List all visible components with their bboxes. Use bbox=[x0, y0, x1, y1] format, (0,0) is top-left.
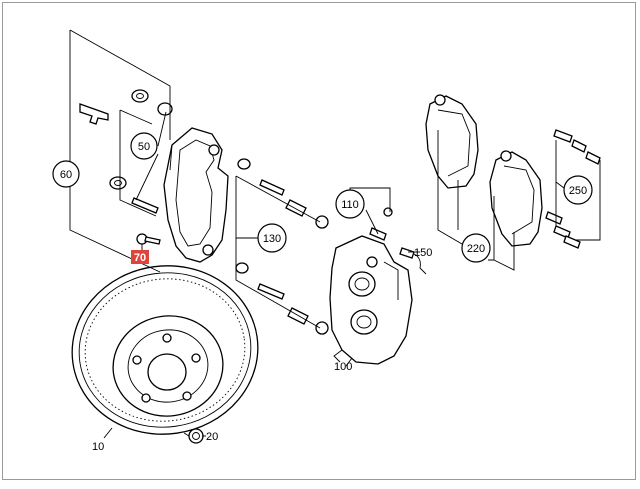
svg-text:10: 10 bbox=[92, 441, 104, 453]
callout-250[interactable]: 250 bbox=[563, 175, 593, 205]
svg-text:150: 150 bbox=[414, 247, 432, 259]
guide-bushing-lower[interactable] bbox=[109, 176, 127, 190]
callout-10[interactable]: 10 bbox=[92, 441, 104, 453]
callout-220[interactable]: 220 bbox=[461, 233, 491, 263]
guide-sleeve-lower[interactable] bbox=[287, 307, 329, 335]
callout-60[interactable]: 60 bbox=[52, 160, 80, 188]
callout-100[interactable]: 100 bbox=[334, 361, 352, 373]
brake-disc[interactable] bbox=[61, 254, 269, 446]
brake-pad-outer[interactable] bbox=[489, 150, 543, 247]
svg-text:130: 130 bbox=[263, 233, 281, 245]
callout-20[interactable]: 20 bbox=[206, 431, 218, 443]
caliper-housing[interactable] bbox=[329, 235, 413, 365]
svg-text:250: 250 bbox=[569, 185, 587, 197]
callout-50[interactable]: 50 bbox=[130, 132, 158, 160]
guide-bolt-upper[interactable] bbox=[237, 158, 285, 196]
brake-pad-inner[interactable] bbox=[425, 94, 479, 189]
callout-70-highlighted[interactable]: 70 bbox=[131, 250, 149, 264]
svg-text:60: 60 bbox=[60, 169, 72, 181]
caliper-carrier[interactable] bbox=[163, 127, 229, 263]
svg-text:70: 70 bbox=[134, 252, 146, 264]
svg-text:110: 110 bbox=[341, 199, 359, 211]
svg-text:220: 220 bbox=[467, 243, 485, 255]
pad-spring-set[interactable] bbox=[545, 129, 601, 249]
callout-130[interactable]: 130 bbox=[257, 223, 287, 253]
leader-lines bbox=[69, 29, 601, 439]
guide-bushing-upper[interactable] bbox=[131, 89, 149, 103]
wear-sensor-clip[interactable] bbox=[79, 103, 109, 125]
svg-text:20: 20 bbox=[206, 431, 218, 443]
callout-110[interactable]: 110 bbox=[335, 189, 365, 219]
wear-sensor[interactable] bbox=[399, 247, 427, 275]
guide-pin[interactable] bbox=[131, 197, 159, 214]
carrier-bolt[interactable] bbox=[136, 233, 161, 245]
guide-sleeve-upper[interactable] bbox=[285, 199, 329, 229]
callout-150[interactable]: 150 bbox=[414, 247, 432, 259]
svg-text:100: 100 bbox=[334, 361, 352, 373]
disc-screw[interactable] bbox=[183, 428, 204, 444]
svg-text:50: 50 bbox=[138, 141, 150, 153]
